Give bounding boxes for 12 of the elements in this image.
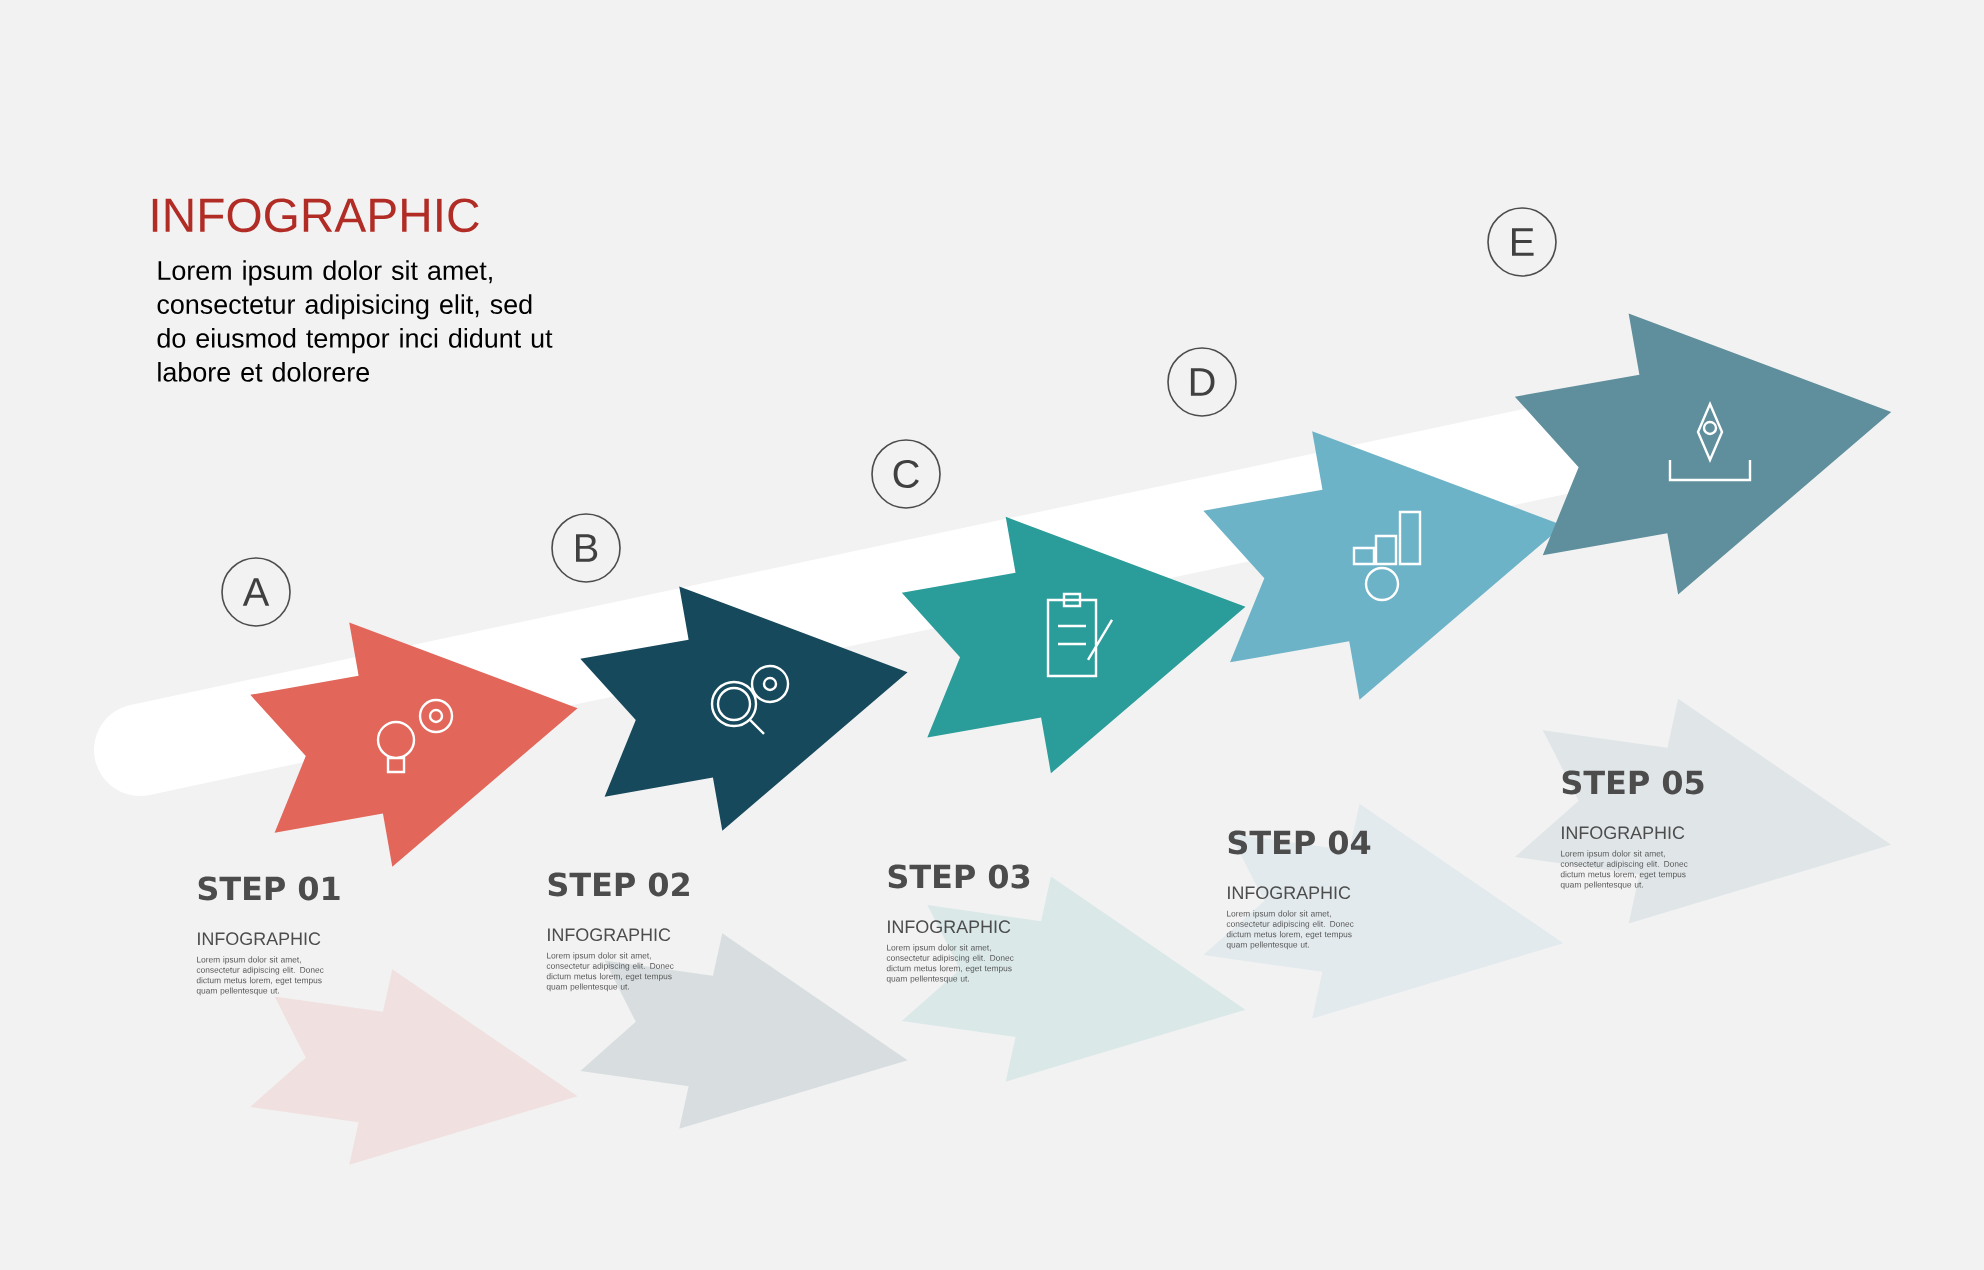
step-subtitle: INFOGRAPHIC xyxy=(1228,886,1351,900)
step-subtitle: INFOGRAPHIC xyxy=(548,928,671,942)
step-subtitle: INFOGRAPHIC xyxy=(198,932,321,946)
step-subtitle: INFOGRAPHIC xyxy=(1562,826,1685,840)
arrow-shape xyxy=(580,586,908,831)
arrow-shape xyxy=(1514,313,1892,595)
title: INFOGRAPHIC xyxy=(152,198,479,233)
arrow-shape xyxy=(901,516,1246,774)
arrow-shape xyxy=(250,622,578,867)
paragraph: Lorem ipsum dolor sit amet, consectetur adipisicing elit, sed do eiusmod tempor inci didunt ut labore et dolorere xyxy=(157,260,553,382)
step-subtitle: INFOGRAPHIC xyxy=(888,920,1011,934)
step-heading: STEP 02 xyxy=(548,872,689,897)
